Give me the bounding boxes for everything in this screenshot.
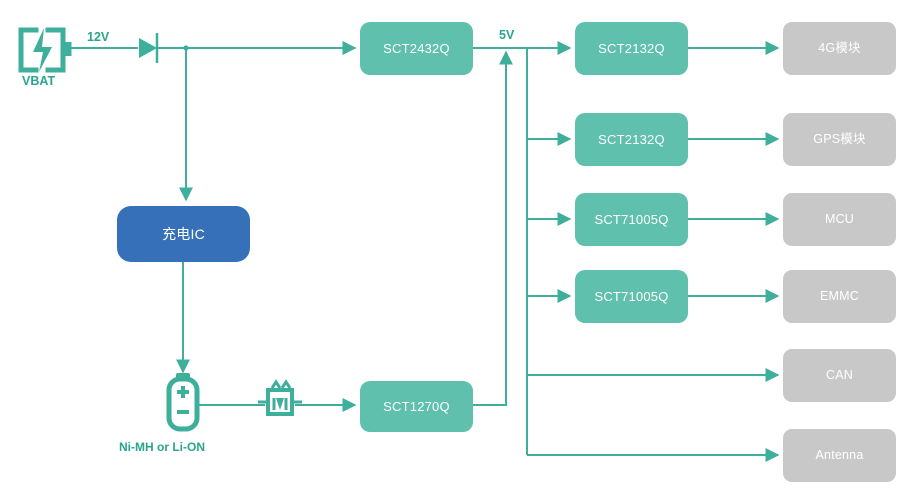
block-load-can-label: CAN <box>826 368 853 382</box>
block-load-4g[interactable]: 4G模块 <box>783 22 896 75</box>
protection-device-icon <box>258 379 302 416</box>
junction-dot-12v <box>183 45 189 51</box>
block-sct2132q-1-label: SCT2132Q <box>598 40 665 56</box>
v5-label: 5V <box>499 28 515 42</box>
block-sct71005q-1[interactable]: SCT71005Q <box>575 193 688 246</box>
block-sct2432q-label: SCT2432Q <box>383 40 450 56</box>
block-sct2132q-1[interactable]: SCT2132Q <box>575 22 688 75</box>
block-sct1270q-label: SCT1270Q <box>383 398 450 414</box>
battery-chemistry-label: Ni-MH or Li-ON <box>119 440 205 454</box>
block-load-4g-label: 4G模块 <box>818 41 861 55</box>
block-sct2132q-2[interactable]: SCT2132Q <box>575 113 688 166</box>
block-load-antenna[interactable]: Antenna <box>783 429 896 482</box>
block-load-emmc[interactable]: EMMC <box>783 270 896 323</box>
bolt-glyph <box>33 28 52 72</box>
battery-bolt-icon <box>18 27 72 73</box>
block-sct2432q[interactable]: SCT2432Q <box>360 22 473 75</box>
block-load-antenna-label: Antenna <box>815 448 864 462</box>
vbat-label: VBAT <box>22 74 56 88</box>
block-sct71005q-2-label: SCT71005Q <box>594 288 669 304</box>
block-load-mcu-label: MCU <box>824 212 855 226</box>
block-load-can[interactable]: CAN <box>783 349 896 402</box>
block-sct2132q-2-label: SCT2132Q <box>598 131 665 147</box>
block-charge-ic[interactable]: 充电IC <box>117 206 250 262</box>
block-load-mcu[interactable]: MCU <box>783 193 896 246</box>
diode-icon-triangle <box>139 38 157 58</box>
block-load-emmc-label: EMMC <box>820 289 859 303</box>
block-load-gps-label: GPS模块 <box>813 132 866 146</box>
block-sct1270q[interactable]: SCT1270Q <box>360 381 473 432</box>
block-sct71005q-2[interactable]: SCT71005Q <box>575 270 688 323</box>
block-sct71005q-1-label: SCT71005Q <box>594 211 669 227</box>
block-load-gps[interactable]: GPS模块 <box>783 113 896 166</box>
battery-cell-icon <box>166 373 200 432</box>
block-charge-ic-label: 充电IC <box>162 225 205 242</box>
wire-sct1270q-to-5v-rail <box>473 58 507 406</box>
v12-label: 12V <box>87 30 110 44</box>
